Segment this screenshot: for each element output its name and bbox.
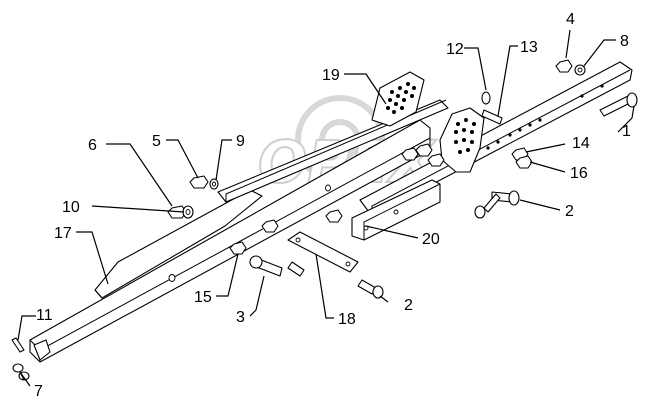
bolt-extra — [287, 261, 305, 277]
bracket-plate-20 — [351, 179, 441, 241]
bolt-2-lower — [357, 279, 384, 299]
pin-lower — [474, 193, 501, 219]
nuts-14-16 — [511, 147, 533, 169]
step-plate-13 — [439, 107, 485, 173]
washer-8 — [574, 64, 586, 76]
part-labels: 1 2 2 3 4 5 6 7 8 9 10 11 12 13 14 15 16… — [34, 11, 631, 400]
pin-12 — [481, 91, 503, 125]
label-5: 5 — [152, 133, 161, 150]
label-18: 18 — [338, 311, 356, 328]
label-17: 17 — [54, 225, 72, 242]
label-16: 16 — [570, 165, 588, 182]
label-6: 6 — [88, 137, 97, 154]
label-13: 13 — [520, 39, 538, 56]
cotter-pin-11 — [11, 337, 25, 353]
nut-5 — [189, 175, 209, 189]
washer-10 — [182, 205, 194, 219]
bolt-1 — [599, 92, 638, 117]
clamp-plate-18 — [287, 231, 359, 273]
label-11: 11 — [36, 307, 53, 324]
label-19: 19 — [322, 67, 340, 84]
label-4: 4 — [566, 11, 575, 28]
drawbar-beam — [29, 119, 431, 363]
label-1: 1 — [622, 123, 631, 140]
step-plate-19 — [371, 71, 425, 127]
label-8: 8 — [620, 33, 629, 50]
bolt-3 — [249, 255, 283, 277]
label-15: 15 — [194, 289, 212, 306]
label-10: 10 — [62, 199, 80, 216]
label-3: 3 — [236, 309, 245, 326]
label-20: 20 — [422, 231, 440, 248]
label-14: 14 — [572, 135, 590, 152]
label-7: 7 — [34, 383, 43, 400]
washers-7 — [12, 363, 30, 381]
label-2-lower: 2 — [404, 297, 413, 314]
label-9: 9 — [236, 133, 245, 150]
leader-lines — [17, 29, 635, 387]
nut-4 — [555, 59, 573, 73]
label-2-upper: 2 — [565, 203, 574, 220]
nuts-cluster-mid — [261, 143, 445, 233]
washer-9 — [209, 178, 219, 190]
label-12: 12 — [446, 41, 464, 58]
nut-15 — [229, 241, 247, 255]
